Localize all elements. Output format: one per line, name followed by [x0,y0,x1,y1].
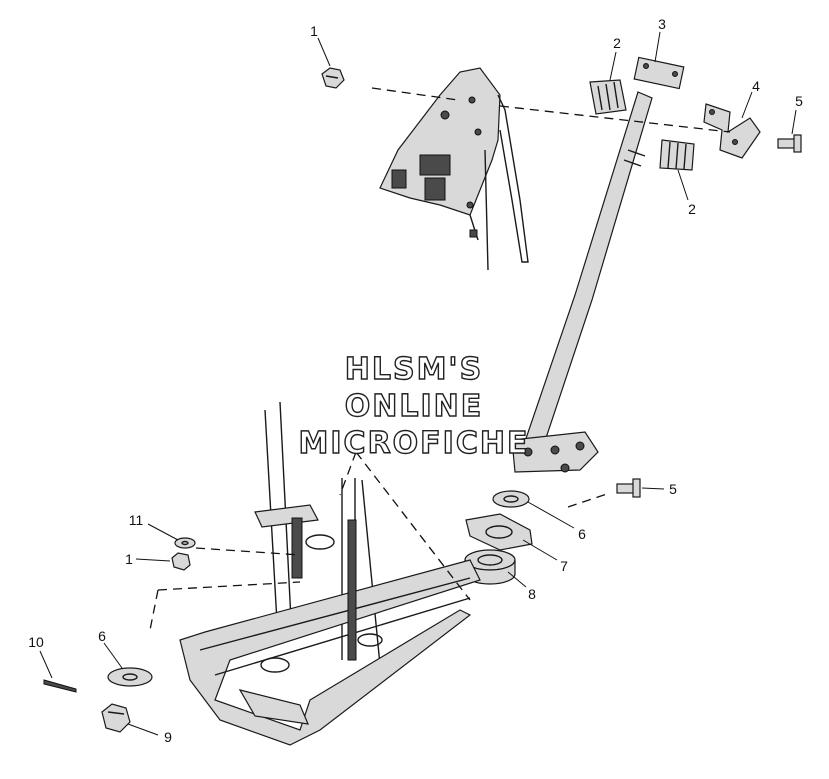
callout-label: 8 [528,586,536,602]
nut-lower [171,552,191,571]
steering-post [511,56,685,473]
upper-frame-bracket [379,67,529,271]
cotter-pin [43,679,77,693]
watermark: HLSM'S ONLINE MICROFICHE [298,351,530,461]
leader-lines [39,31,797,736]
watermark-line1: HLSM'S [345,352,483,387]
callout-label: 11 [129,512,144,528]
bushing-lower [659,139,695,171]
nut-upper [321,67,345,89]
clamp-bracket [703,103,761,159]
callout-label: 2 [613,35,621,51]
castle-nut [101,703,131,733]
washer-upper [492,490,530,508]
callout-label: 4 [752,78,760,94]
lower-frame [179,401,481,746]
callout-label: 3 [658,16,666,32]
callout-label: 1 [125,551,133,567]
callout-label: 1 [310,23,318,39]
bolt-upper [777,134,802,153]
bushing-upper [589,79,627,115]
watermark-line3: MICROFICHE [299,426,530,461]
watermark-line2: ONLINE [345,389,484,424]
bearing-plate [465,513,533,551]
callout-label: 7 [560,558,568,574]
callout-label: 2 [688,201,696,217]
callout-label: 6 [578,526,586,542]
washer-11 [174,537,196,549]
callout-label: 9 [164,729,172,745]
bolt-lower [616,478,641,498]
callout-label: 5 [795,93,803,109]
callout-label: 10 [28,634,44,650]
callout-label: 5 [669,481,677,497]
washer-lower [107,667,153,687]
callout-labels: 1 2 3 4 5 2 5 6 7 8 11 1 10 6 9 [28,16,803,745]
assembly-lines [149,87,731,631]
callout-label: 6 [98,628,106,644]
